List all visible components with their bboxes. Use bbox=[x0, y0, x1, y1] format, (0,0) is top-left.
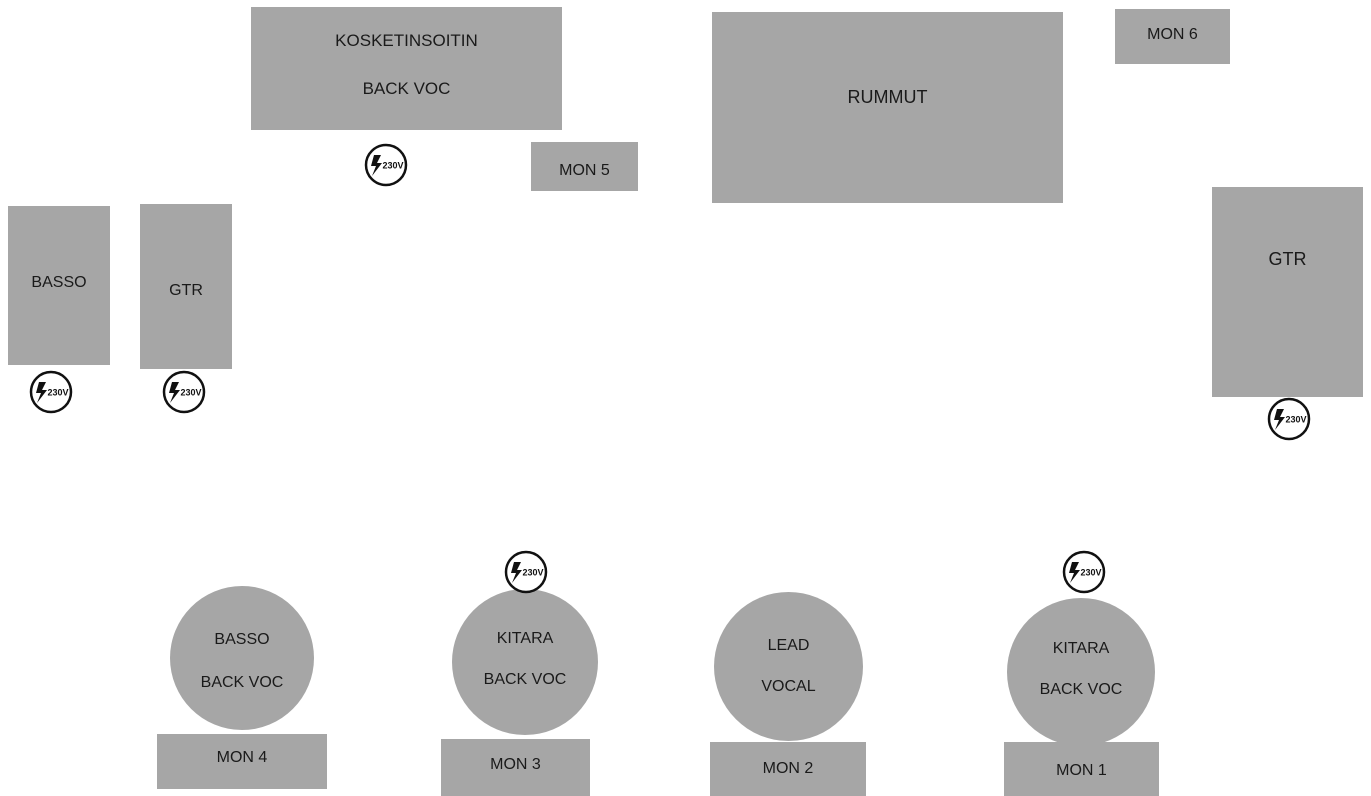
monitor-1-label: MON 1 bbox=[1056, 762, 1107, 779]
monitor-3: MON 3 bbox=[441, 739, 590, 796]
monitor-3-label: MON 3 bbox=[490, 756, 541, 773]
position-bass-label: BASSO bbox=[214, 631, 270, 648]
power-outlet-label: 230V bbox=[180, 388, 201, 398]
position-lead-label: LEAD bbox=[767, 637, 810, 654]
monitor-4-label: MON 4 bbox=[216, 749, 268, 766]
keys-riser: KOSKETINSOITIN BACK VOC bbox=[251, 7, 562, 130]
power-outlet-icon: 230V bbox=[364, 143, 408, 187]
power-outlet-icon: 230V bbox=[162, 370, 206, 414]
guitar-amp-right: GTR bbox=[1212, 187, 1363, 397]
position-guitar-left-backvoc-label: BACK VOC bbox=[483, 671, 567, 688]
keys-riser-label: KOSKETINSOITIN bbox=[335, 31, 478, 50]
monitor-1: MON 1 bbox=[1004, 742, 1159, 796]
bass-amp-label: BASSO bbox=[31, 274, 87, 291]
guitar-amp-left-label: GTR bbox=[169, 282, 203, 299]
position-guitar-right-vocal: KITARA BACK VOC bbox=[1007, 598, 1155, 746]
position-guitar-right-label: KITARA bbox=[1052, 640, 1110, 657]
position-guitar-right-backvoc-label: BACK VOC bbox=[1039, 681, 1123, 698]
guitar-amp-right-label: GTR bbox=[1268, 249, 1307, 269]
position-lead-vocal: LEAD VOCAL bbox=[714, 592, 863, 741]
power-outlet-icon: 230V bbox=[1267, 397, 1311, 441]
power-outlet-icon: 230V bbox=[29, 370, 73, 414]
bass-amp: BASSO bbox=[8, 206, 110, 365]
monitor-4: MON 4 bbox=[157, 734, 327, 789]
monitor-6-label: MON 6 bbox=[1147, 26, 1198, 43]
position-bass-vocal: BASSO BACK VOC bbox=[170, 586, 314, 730]
monitor-6: MON 6 bbox=[1115, 9, 1230, 64]
position-bass-backvoc-label: BACK VOC bbox=[200, 674, 284, 691]
position-guitar-left-vocal: KITARA BACK VOC bbox=[452, 589, 598, 735]
drums-riser: RUMMUT bbox=[712, 12, 1063, 203]
power-outlet-label: 230V bbox=[1285, 415, 1306, 425]
power-outlet-icon: 230V bbox=[1062, 550, 1106, 594]
power-outlet-label: 230V bbox=[382, 161, 403, 171]
power-outlet-icon: 230V bbox=[504, 550, 548, 594]
monitor-2: MON 2 bbox=[710, 742, 866, 796]
position-guitar-left-label: KITARA bbox=[496, 630, 554, 647]
power-outlet-label: 230V bbox=[1080, 568, 1101, 578]
monitor-2-label: MON 2 bbox=[762, 760, 814, 777]
power-outlet-label: 230V bbox=[522, 568, 543, 578]
keys-riser-backvoc-label: BACK VOC bbox=[362, 79, 451, 98]
drums-label: RUMMUT bbox=[847, 87, 928, 107]
guitar-amp-left: GTR bbox=[140, 204, 232, 369]
power-outlet-label: 230V bbox=[47, 388, 68, 398]
monitor-5: MON 5 bbox=[531, 142, 638, 191]
position-lead-vocal-label: VOCAL bbox=[761, 678, 816, 695]
monitor-5-label: MON 5 bbox=[559, 162, 610, 179]
